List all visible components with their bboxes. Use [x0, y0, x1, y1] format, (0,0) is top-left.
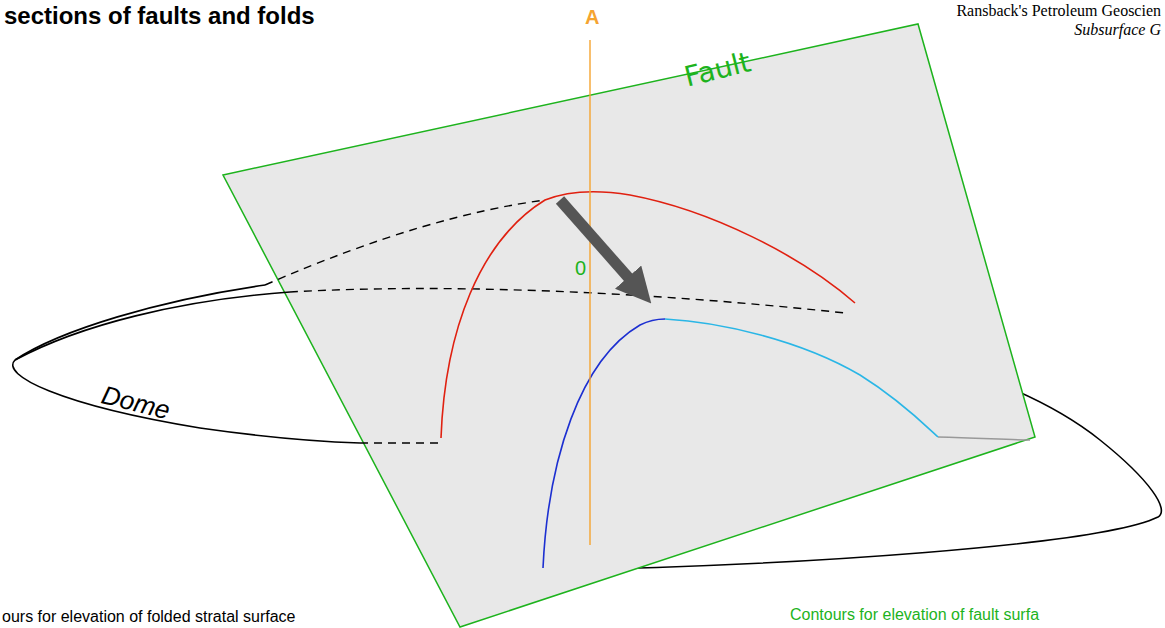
dome-hidden-line [360, 442, 441, 443]
section-label: A [583, 6, 601, 29]
slip-arrow [560, 200, 642, 293]
dome-outline [13, 360, 360, 443]
fault-plane [223, 24, 1035, 627]
contour-value: 0 [573, 257, 588, 280]
legend-note: Contours for elevation of fault surfa [790, 606, 1039, 624]
dome-hidden-line [290, 289, 845, 313]
dome-hidden-line [265, 200, 545, 285]
dome-outline [938, 437, 1030, 440]
fault-cutoff-line [441, 192, 855, 438]
dome-outline [15, 285, 265, 360]
legend-note: ours for elevation of folded stratal sur… [2, 608, 296, 626]
dome-label: Dome [98, 380, 173, 426]
dome-outline [15, 292, 290, 360]
fault-cutoff-line [543, 319, 665, 568]
page-title: sections of faults and folds [4, 2, 315, 30]
section-line [589, 40, 590, 545]
fault-cutoff-line [665, 319, 938, 437]
source-note: Subsurface G [1074, 21, 1161, 39]
source-note: Ransback's Petroleum Geoscien [956, 2, 1161, 20]
